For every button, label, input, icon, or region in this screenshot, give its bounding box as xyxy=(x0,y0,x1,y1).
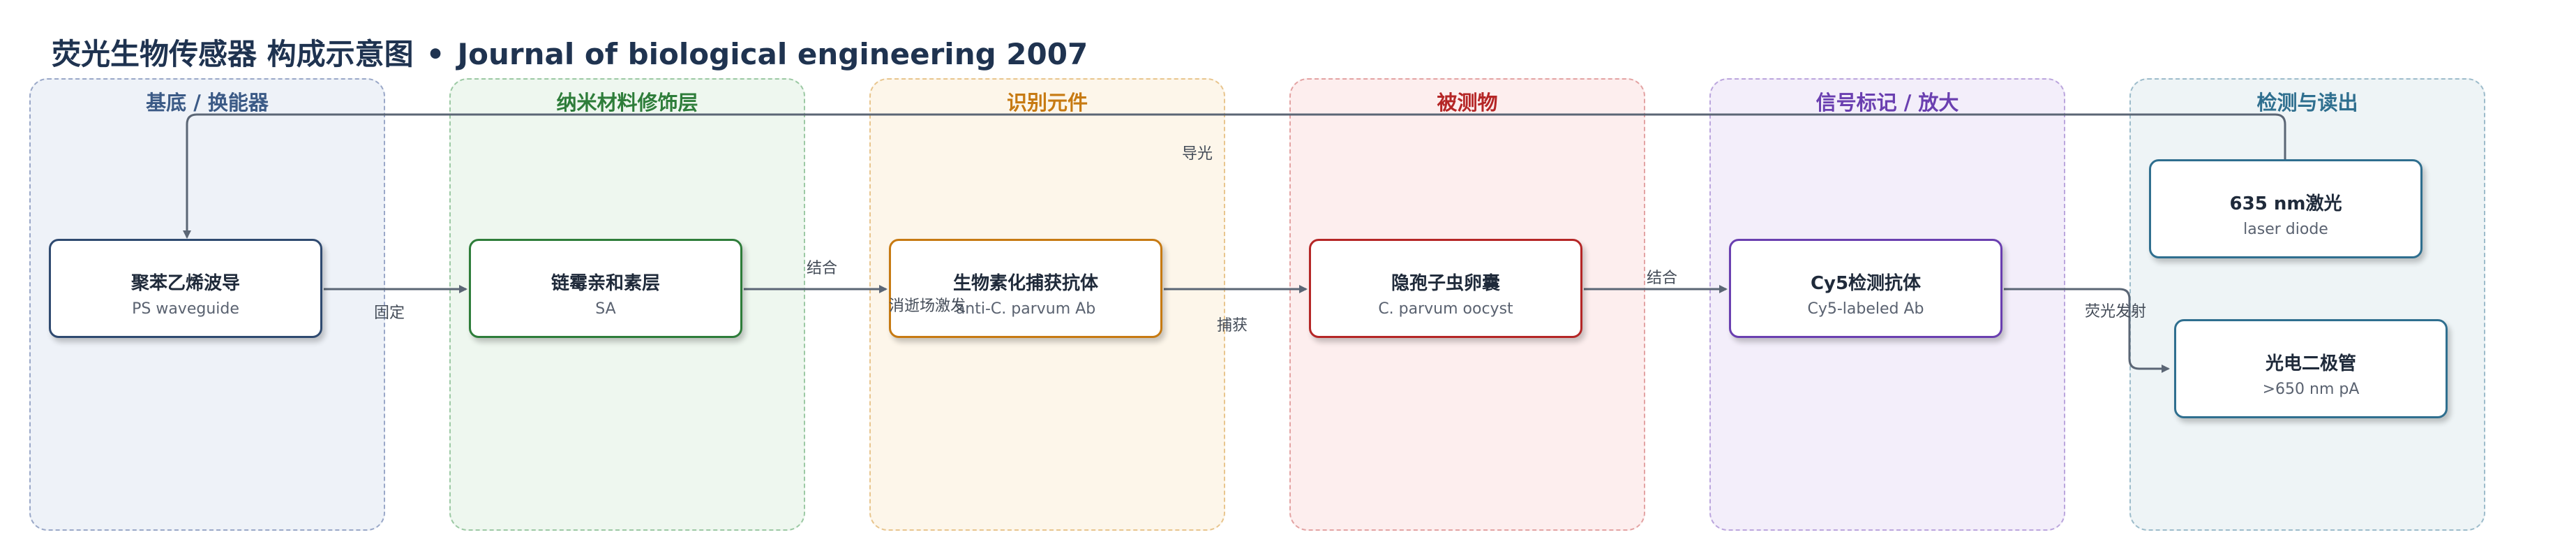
node-oocyst-title: 隐孢子虫卵囊 xyxy=(1391,273,1500,294)
edge-label-light-guide: 导光 xyxy=(1182,145,1213,163)
node-cy5-antibody[interactable]: Cy5检测抗体 Cy5-labeled Ab xyxy=(1729,239,2002,338)
diagram-title: 荧光生物传感器 构成示意图 • Journal of biological engi… xyxy=(52,31,1088,73)
title-separator: • xyxy=(426,37,445,71)
edge-label-bind-1: 结合 xyxy=(807,260,838,277)
edge-label-fix: 固定 xyxy=(374,304,405,322)
lane-label-signal: 信号标记 / 放大 xyxy=(1815,91,1959,115)
node-waveguide-title: 聚苯乙烯波导 xyxy=(130,273,240,294)
edge-label-capture: 捕获 xyxy=(1217,317,1248,335)
node-streptavidin-title: 链霉亲和素层 xyxy=(551,273,660,294)
node-streptavidin[interactable]: 链霉亲和素层 SA xyxy=(469,239,742,338)
edge-emission xyxy=(2004,288,2170,373)
node-oocyst[interactable]: 隐孢子虫卵囊 C. parvum oocyst xyxy=(1309,239,1582,338)
node-laser-title: 635 nm激光 xyxy=(2229,193,2342,214)
node-photodiode-title: 光电二极管 xyxy=(2265,353,2356,374)
node-waveguide-subtitle: PS waveguide xyxy=(132,300,239,318)
title-source: Journal of biological engineering 2007 xyxy=(457,37,1088,71)
node-laser-subtitle: laser diode xyxy=(2243,221,2328,238)
lane-label-analyte: 被测物 xyxy=(1437,91,1498,115)
node-capture-antibody[interactable]: 生物素化捕获抗体 anti-C. parvum Ab xyxy=(889,239,1162,338)
edge-light-guide xyxy=(183,113,2286,239)
node-capture-antibody-subtitle: anti-C. parvum Ab xyxy=(955,300,1096,318)
node-photodiode-subtitle: >650 nm pA xyxy=(2262,381,2360,398)
lane-label-substrate: 基底 / 换能器 xyxy=(146,91,269,115)
lane-detection xyxy=(2129,78,2485,531)
node-cy5-antibody-title: Cy5检测抗体 xyxy=(1810,273,1922,294)
lane-label-recognition: 识别元件 xyxy=(1006,91,1088,115)
node-oocyst-subtitle: C. parvum oocyst xyxy=(1378,300,1513,318)
edge-label-evanescent: 消逝场激发 xyxy=(889,297,966,315)
lane-label-detection: 检测与读出 xyxy=(2256,91,2358,115)
edge-label-emission: 荧光发射 xyxy=(2085,303,2147,321)
node-capture-antibody-title: 生物素化捕获抗体 xyxy=(952,273,1098,294)
title-main: 荧光生物传感器 构成示意图 xyxy=(52,37,414,71)
node-photodiode[interactable]: 光电二极管 >650 nm pA xyxy=(2174,319,2448,418)
node-laser[interactable]: 635 nm激光 laser diode xyxy=(2149,159,2423,258)
node-streptavidin-subtitle: SA xyxy=(595,300,616,318)
node-cy5-antibody-subtitle: Cy5-labeled Ab xyxy=(1807,300,1924,318)
edge-label-bind-2: 结合 xyxy=(1647,270,1678,287)
lane-label-nanomaterial: 纳米材料修饰层 xyxy=(556,91,698,115)
node-waveguide[interactable]: 聚苯乙烯波导 PS waveguide xyxy=(49,239,322,338)
